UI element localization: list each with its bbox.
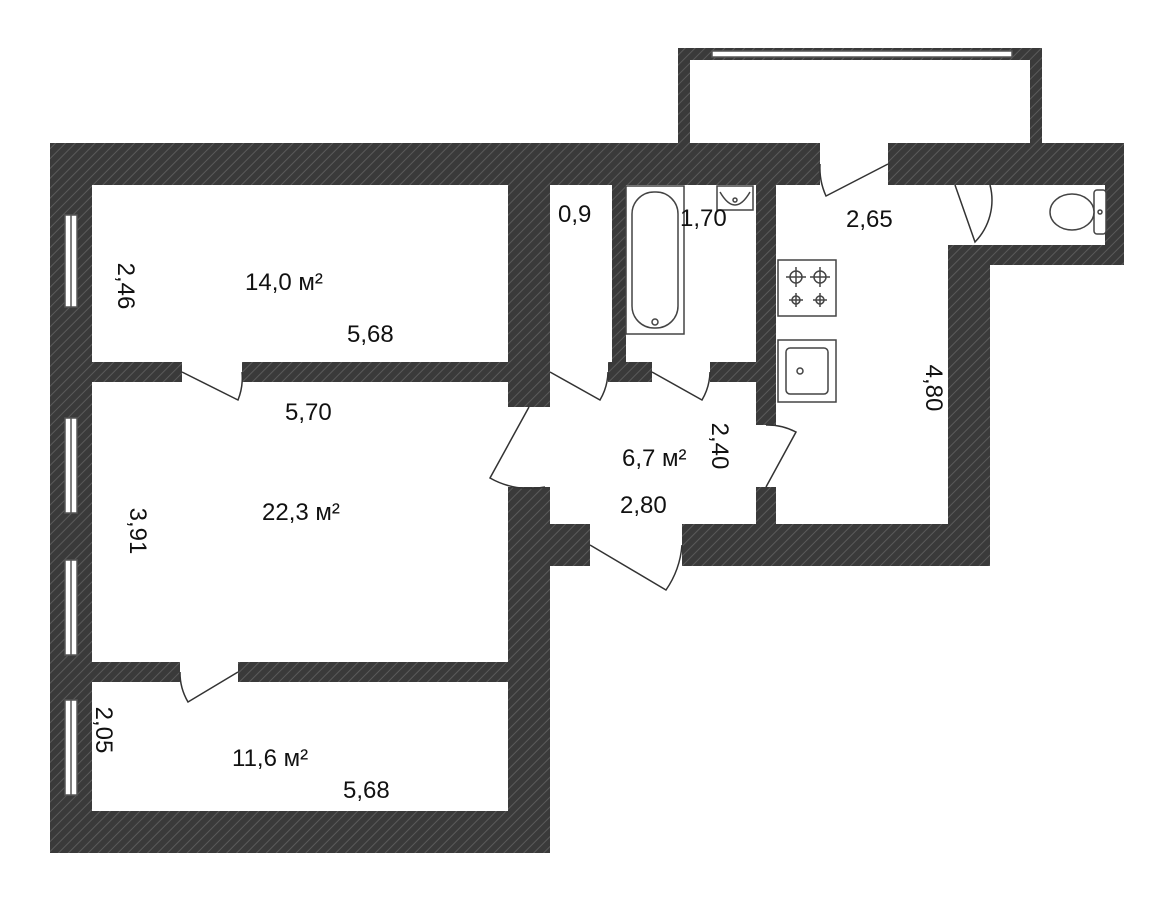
wall-bottom	[50, 811, 550, 853]
room-bottom-depth: 2,05	[90, 707, 117, 754]
wall-wc-right	[1105, 143, 1124, 265]
wall-top-left	[50, 143, 820, 185]
wall-living-hall	[508, 185, 550, 407]
door-bathroom	[651, 371, 711, 402]
room-top-depth: 2,46	[112, 263, 139, 310]
hall-area: 6,7 м²	[622, 445, 687, 472]
door-opening-room-middle	[508, 407, 550, 487]
sink-icon	[777, 339, 837, 403]
room-middle-depth: 3,91	[124, 508, 151, 555]
room-top-area: 14,0 м²	[245, 269, 323, 296]
room-middle-area: 22,3 м²	[262, 499, 340, 526]
room-bottom-width: 5,68	[343, 777, 390, 804]
fixtures	[625, 185, 1107, 403]
door-opening-entrance	[590, 524, 682, 566]
room-bottom-area: 11,6 м²	[232, 745, 308, 772]
door-opening-room-top	[182, 362, 242, 382]
stove-icon	[777, 259, 837, 317]
wall-top-right	[888, 143, 1124, 185]
door-toilet	[549, 371, 609, 402]
walls	[50, 48, 1124, 853]
toilet-width: 0,9	[558, 201, 591, 228]
door-kitchen	[765, 424, 798, 488]
kitchen-width: 2,65	[846, 206, 893, 233]
hall-width: 2,80	[620, 492, 667, 519]
wall-kitchen-left-lower	[756, 487, 776, 527]
door-room-top	[181, 371, 244, 402]
room-middle-width: 5,70	[285, 399, 332, 426]
door-room-bottom	[179, 671, 239, 704]
bathroom-width: 1,70	[680, 205, 727, 232]
door-entrance	[589, 544, 683, 592]
wall-room2-room3	[92, 662, 550, 682]
wall-room1-room2	[92, 362, 550, 382]
door-opening-bathroom	[652, 362, 710, 382]
door-opening-balcony	[820, 143, 888, 185]
hall-depth: 2,40	[706, 423, 733, 470]
wall-kitchen-right	[948, 245, 990, 566]
labels: 14,0 м² 5,68 2,46 5,70 22,3 м² 3,91 11,6…	[90, 201, 947, 804]
wall-balcony-left	[678, 48, 690, 145]
kitchen-depth: 4,80	[920, 365, 947, 412]
doors	[179, 143, 993, 704]
toilet-icon	[1049, 189, 1107, 235]
door-opening-toilet	[550, 362, 608, 382]
wall-toilet-bath	[612, 185, 626, 382]
door-wc	[954, 184, 993, 244]
door-opening-kitchen	[756, 425, 776, 487]
room-top-width: 5,68	[347, 321, 394, 348]
wall-wc-bottom	[948, 245, 1124, 265]
door-room-middle	[488, 406, 546, 490]
wall-kitchen-left	[756, 185, 776, 425]
washbasin-icon	[716, 185, 754, 211]
door-balcony	[819, 163, 889, 198]
windows	[64, 50, 1013, 796]
bathtub	[625, 185, 685, 335]
wall-balcony-right	[1030, 48, 1042, 145]
door-opening-wc	[948, 185, 990, 245]
door-opening-room-bottom	[180, 662, 238, 682]
window-balcony	[711, 50, 1013, 58]
